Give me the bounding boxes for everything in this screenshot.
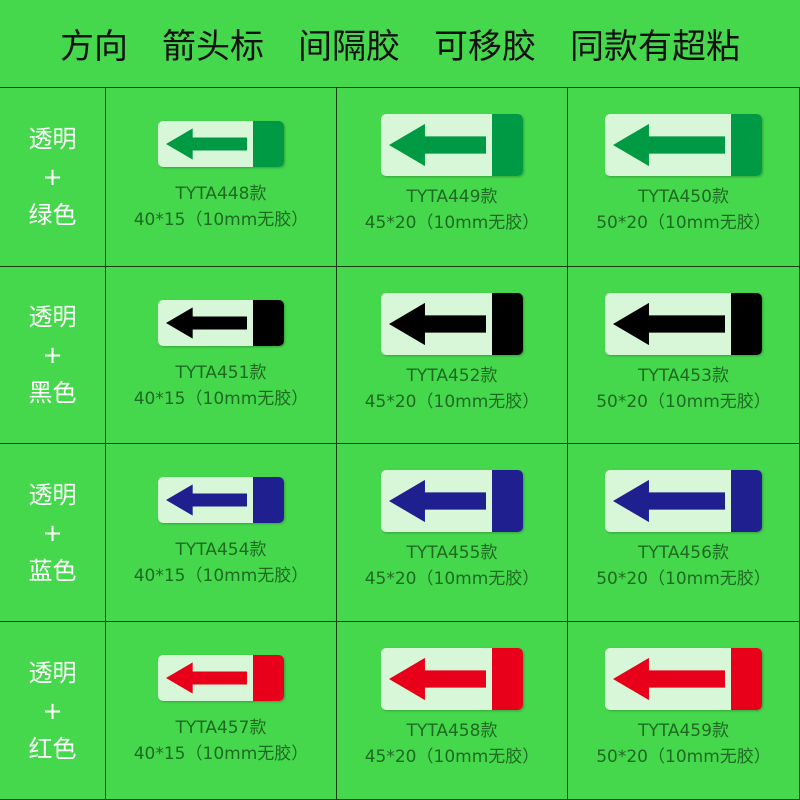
product-size: 50*20（10mm无胶） — [596, 569, 771, 589]
row-label-line: 透明 — [28, 480, 77, 509]
color-block — [492, 648, 523, 710]
arrow-sticker — [381, 114, 523, 176]
product-size: 50*20（10mm无胶） — [596, 747, 771, 767]
arrow-sticker — [381, 470, 523, 532]
arrow-left-icon — [166, 662, 247, 694]
product-size: 40*15（10mm无胶） — [133, 210, 309, 230]
arrow-left-icon — [613, 123, 725, 167]
title-word: 箭头标 — [162, 27, 264, 67]
row-label: 透明 + 蓝色 — [0, 444, 106, 622]
product-size: 45*20（10mm无胶） — [364, 569, 540, 589]
product-code: TYTA459款 — [638, 721, 729, 741]
row-label-line: 黑色 — [28, 379, 77, 407]
arrow-sticker — [605, 114, 762, 176]
row-label-line: 绿色 — [28, 201, 77, 229]
product-code: TYTA450款 — [638, 187, 729, 207]
arrow-sticker — [158, 121, 284, 167]
product-size: 40*15（10mm无胶） — [133, 744, 309, 764]
product-cell: TYTA455款 45*20（10mm无胶） — [337, 444, 568, 622]
arrow-left-icon — [389, 657, 486, 701]
arrow-sticker — [381, 293, 523, 355]
row-label-line: + — [42, 163, 63, 191]
row-label-line: 红色 — [28, 734, 77, 763]
product-cell: TYTA454款 40*15（10mm无胶） — [106, 444, 337, 622]
arrow-left-icon — [389, 479, 486, 523]
row-label-line: + — [42, 518, 63, 547]
product-cell: TYTA448款 40*15（10mm无胶） — [106, 88, 337, 267]
product-grid: 透明 + 绿色 TYTA448款 40*15（10mm无胶） TYTA449款 45*20（… — [0, 88, 800, 800]
product-cell: TYTA459款 50*20（10mm无胶） — [568, 622, 800, 800]
row-label-line: + — [42, 341, 63, 369]
row-label: 透明 + 红色 — [0, 622, 106, 800]
product-code: TYTA451款 — [175, 363, 267, 383]
arrow-sticker — [381, 648, 523, 710]
row-label-line: 透明 — [28, 303, 77, 331]
arrow-sticker — [158, 300, 284, 346]
arrow-sticker — [605, 648, 762, 710]
arrow-sticker — [605, 293, 762, 355]
product-code: TYTA455款 — [406, 543, 498, 563]
product-size: 45*20（10mm无胶） — [364, 747, 540, 767]
arrow-left-icon — [166, 307, 247, 339]
product-cell: TYTA451款 40*15（10mm无胶） — [106, 267, 337, 444]
product-code: TYTA454款 — [175, 540, 267, 560]
arrow-left-icon — [613, 302, 725, 346]
arrow-sticker — [158, 655, 284, 701]
product-cell: TYTA457款 40*15（10mm无胶） — [106, 622, 337, 800]
arrow-left-icon — [389, 123, 486, 167]
title-word: 间隔胶 — [298, 27, 400, 67]
product-code: TYTA453款 — [638, 366, 729, 386]
product-size: 40*15（10mm无胶） — [133, 389, 309, 409]
color-block — [731, 470, 762, 532]
title-word: 方向 — [60, 27, 128, 67]
color-block — [731, 648, 762, 710]
color-block — [253, 477, 284, 523]
product-cell: TYTA449款 45*20（10mm无胶） — [337, 88, 568, 267]
product-cell: TYTA453款 50*20（10mm无胶） — [568, 267, 800, 444]
row-label: 透明 + 黑色 — [0, 267, 106, 444]
color-block — [253, 655, 284, 701]
product-cell: TYTA458款 45*20（10mm无胶） — [337, 622, 568, 800]
color-block — [492, 470, 523, 532]
product-code: TYTA458款 — [406, 721, 498, 741]
product-size: 45*20（10mm无胶） — [364, 392, 540, 412]
arrow-sticker — [605, 470, 762, 532]
arrow-left-icon — [613, 479, 725, 523]
title-word: 同款有超粘 — [570, 27, 740, 67]
color-block — [253, 121, 284, 167]
product-cell: TYTA452款 45*20（10mm无胶） — [337, 267, 568, 444]
arrow-sticker — [158, 477, 284, 523]
color-block — [492, 114, 523, 176]
product-cell: TYTA450款 50*20（10mm无胶） — [568, 88, 800, 267]
product-size: 45*20（10mm无胶） — [364, 213, 540, 233]
arrow-left-icon — [166, 484, 247, 516]
product-code: TYTA452款 — [406, 366, 498, 386]
product-cell: TYTA456款 50*20（10mm无胶） — [568, 444, 800, 622]
product-code: TYTA448款 — [175, 184, 267, 204]
row-label-line: 透明 — [28, 658, 77, 687]
color-block — [253, 300, 284, 346]
row-label-line: + — [42, 696, 63, 725]
row-label-line: 透明 — [28, 125, 77, 153]
product-code: TYTA457款 — [175, 718, 267, 738]
color-block — [492, 293, 523, 355]
product-code: TYTA456款 — [638, 543, 729, 563]
product-size: 50*20（10mm无胶） — [596, 213, 771, 233]
page-title: 方向箭头标间隔胶可移胶同款有超粘 — [0, 0, 800, 88]
arrow-left-icon — [389, 302, 486, 346]
title-word: 可移胶 — [434, 27, 536, 67]
arrow-left-icon — [613, 657, 725, 701]
color-block — [731, 293, 762, 355]
row-label-line: 蓝色 — [28, 556, 77, 585]
color-block — [731, 114, 762, 176]
row-label: 透明 + 绿色 — [0, 88, 106, 267]
product-size: 50*20（10mm无胶） — [596, 392, 771, 412]
arrow-left-icon — [166, 128, 247, 160]
product-code: TYTA449款 — [406, 187, 498, 207]
product-size: 40*15（10mm无胶） — [133, 566, 309, 586]
